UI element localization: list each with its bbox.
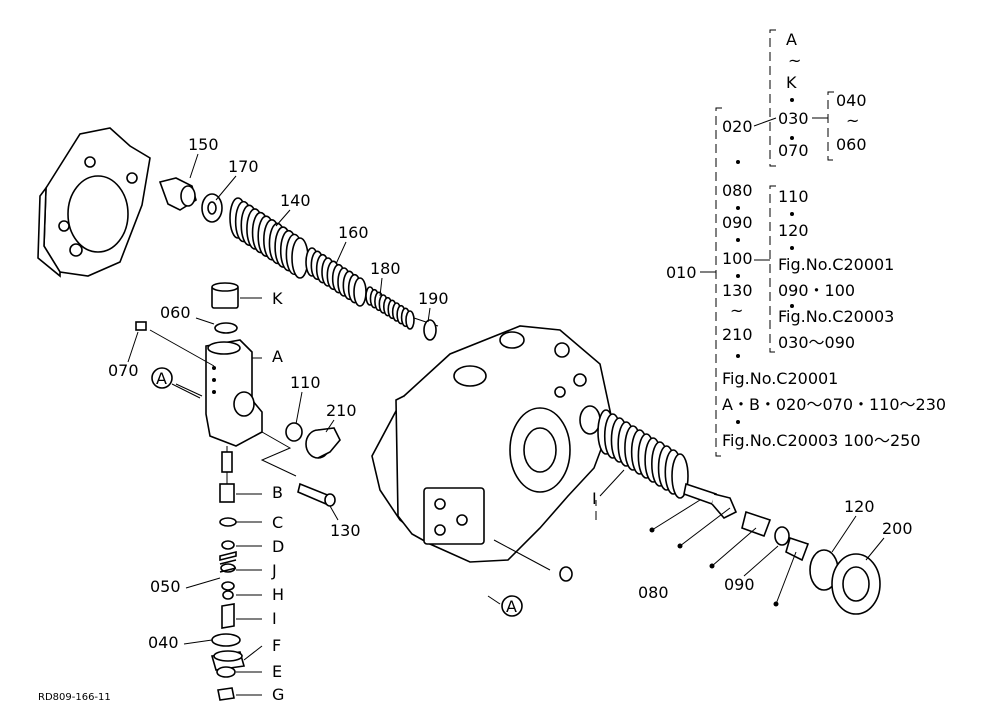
- relief-valve-group: [595, 409, 881, 615]
- pump-housing: [371, 325, 613, 582]
- tree-130: 130: [722, 281, 753, 300]
- tree-fig3-b: Fig.No.C20003 100～250: [722, 431, 921, 450]
- label-050: 050: [150, 577, 181, 596]
- label-J: J: [271, 561, 277, 580]
- tree-fig3: Fig.No.C20003: [778, 307, 894, 326]
- label-210: 210: [326, 401, 357, 420]
- tree-top-a: A: [786, 30, 797, 49]
- label-190: 190: [418, 289, 449, 308]
- label-090: 090: [724, 575, 755, 594]
- tree-030: 030: [778, 109, 809, 128]
- parts-tree-legend: A ~ K 030 070 040 ~ 060 020 080 090 100 …: [666, 29, 946, 457]
- label-040: 040: [148, 633, 179, 652]
- tree-fig1: Fig.No.C20001: [778, 255, 894, 274]
- label-080: 080: [638, 583, 669, 602]
- tree-fig1-b: Fig.No.C20001: [722, 369, 838, 388]
- callout-labels: 150 170 140 160 180 190 K 060 070 A 110 …: [38, 135, 913, 704]
- label-110: 110: [290, 373, 321, 392]
- tree-210: 210: [722, 325, 753, 344]
- tree-070: 070: [778, 141, 809, 160]
- label-140: 140: [280, 191, 311, 210]
- tree-020: 020: [722, 117, 753, 136]
- tree-110: 110: [778, 187, 809, 206]
- tree-040: 040: [836, 91, 867, 110]
- label-G: G: [272, 685, 284, 704]
- cover-plate: [37, 127, 151, 278]
- label-120: 120: [844, 497, 875, 516]
- tree-line-030-090: 030～090: [778, 333, 855, 352]
- label-150: 150: [188, 135, 219, 154]
- label-E: E: [272, 662, 282, 681]
- label-B: B: [272, 483, 283, 502]
- label-170: 170: [228, 157, 259, 176]
- label-I-right: I: [592, 489, 597, 508]
- doc-code: RD809-166-11: [38, 692, 111, 703]
- view-marker-left: A: [151, 367, 201, 399]
- tree-090: 090: [722, 213, 753, 232]
- tree-060: 060: [836, 135, 867, 154]
- label-160: 160: [338, 223, 369, 242]
- tree-120: 120: [778, 221, 809, 240]
- label-F: F: [272, 636, 281, 655]
- spring-assembly: [158, 177, 439, 341]
- tree-010: 010: [666, 263, 697, 282]
- svg-text:A: A: [506, 597, 517, 616]
- tree-130-tilde: ~: [730, 301, 743, 320]
- svg-text:A: A: [156, 369, 167, 388]
- tree-top-tilde: ~: [788, 51, 801, 70]
- label-180: 180: [370, 259, 401, 278]
- label-D: D: [272, 537, 284, 556]
- label-A-body: A: [272, 347, 283, 366]
- label-C: C: [272, 513, 283, 532]
- tree-040-tilde: ~: [846, 111, 859, 130]
- label-070: 070: [108, 361, 139, 380]
- valve-assembly: [135, 282, 341, 701]
- spring-coil: [671, 453, 689, 499]
- spring-coil: [405, 310, 415, 330]
- tree-line-ab: A・B・020～070・110～230: [722, 395, 946, 414]
- label-060: 060: [160, 303, 191, 322]
- tree-line-090-100: 090・100: [778, 281, 855, 300]
- view-marker-bottom: A: [487, 595, 523, 617]
- spring-coil: [353, 277, 367, 307]
- label-H: H: [272, 585, 284, 604]
- label-K: K: [272, 289, 283, 308]
- label-I: I: [272, 609, 277, 628]
- tree-top-k: K: [786, 73, 797, 92]
- label-130: 130: [330, 521, 361, 540]
- tree-080: 080: [722, 181, 753, 200]
- label-200: 200: [882, 519, 913, 538]
- tree-100: 100: [722, 249, 753, 268]
